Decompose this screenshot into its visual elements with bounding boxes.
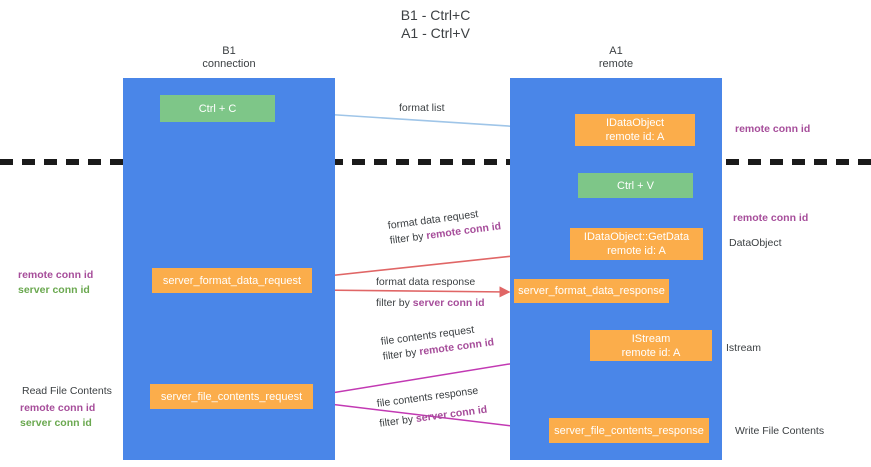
node-istream[interactable]: IStream remote id: A — [590, 330, 712, 361]
node-server-file-contents-response[interactable]: server_file_contents_response — [549, 418, 709, 443]
lane-header-b1: B1 connection — [123, 45, 335, 71]
side-label-left-server-conn-id-b: server conn id — [20, 417, 92, 429]
node-server-format-data-request[interactable]: server_format_data_request — [152, 268, 312, 293]
edge-label-format-data-response-line1: format data response — [376, 276, 476, 288]
node-idataobject-sub: remote id: A — [605, 131, 665, 143]
title-line-2: A1 - Ctrl+V — [401, 25, 470, 41]
lane-header-b1-sub: connection — [202, 58, 256, 70]
node-server-file-contents-request[interactable]: server_file_contents_request — [150, 384, 313, 409]
side-label-write-file-contents: Write File Contents — [735, 425, 825, 437]
filter-prefix-4: filter by — [378, 413, 417, 430]
lane-header-a1: A1 remote — [510, 45, 722, 71]
node-server-file-contents-request-label: server_file_contents_request — [160, 390, 303, 403]
title-line-1: B1 - Ctrl+C — [400, 7, 471, 23]
lane-header-a1-sub: remote — [598, 58, 634, 70]
node-server-format-data-response[interactable]: server_format_data_response — [514, 279, 669, 303]
node-ctrl-c-label: Ctrl + C — [198, 102, 237, 115]
node-ctrl-v-label: Ctrl + V — [617, 179, 654, 192]
arrow-file-contents-response — [312, 401, 547, 435]
lane-header-b1-name: B1 — [222, 45, 236, 57]
node-server-format-data-request-label: server_format_data_request — [162, 274, 302, 287]
filter-prefix-2: filter by — [376, 297, 413, 309]
node-getdata-sub: remote id: A — [607, 245, 666, 257]
side-label-dataobject: DataObject — [729, 237, 782, 249]
page-title: B1 - Ctrl+C A1 - Ctrl+V — [0, 6, 871, 42]
node-idataobject-getdata[interactable]: IDataObject::GetData remote id: A — [570, 228, 703, 260]
node-istream-sub: remote id: A — [621, 346, 681, 359]
side-label-left-remote-conn-id-b: remote conn id — [20, 402, 96, 414]
node-idataobject-label: IDataObject — [605, 117, 665, 129]
filter-prefix-3: filter by — [382, 346, 421, 363]
side-label-remote-conn-id-top: remote conn id — [735, 123, 811, 135]
node-idataobject[interactable]: IDataObject remote id: A — [575, 114, 695, 146]
filter-prefix-1: filter by — [389, 230, 428, 247]
node-ctrl-c[interactable]: Ctrl + C — [160, 95, 275, 122]
filter-key-server-conn-id-1: server conn id — [412, 297, 485, 309]
edge-label-format-list: format list — [399, 102, 445, 114]
side-label-remote-conn-id-mid: remote conn id — [733, 212, 809, 224]
node-ctrl-v[interactable]: Ctrl + V — [578, 173, 693, 198]
edge-label-format-data-response-line2: filter by server conn id — [376, 296, 485, 311]
side-label-left-conn-ids-bottom: remote conn id server conn id — [20, 401, 95, 431]
arrow-format-data-response — [312, 286, 511, 298]
lane-header-a1-name: A1 — [609, 45, 623, 57]
side-label-istream: Istream — [726, 342, 762, 354]
node-istream-label: IStream — [631, 332, 671, 345]
node-server-file-contents-response-label: server_file_contents_response — [554, 424, 704, 437]
edge-label-format-data-response: format data response filter by server co… — [376, 275, 485, 311]
side-label-read-file-contents: Read File Contents — [22, 385, 112, 397]
side-label-left-server-conn-id-a: server conn id — [18, 284, 90, 296]
node-getdata-label: IDataObject::GetData — [583, 231, 690, 243]
side-label-left-conn-ids-top: remote conn id server conn id — [18, 268, 93, 298]
node-server-format-data-response-label: server_format_data_response — [518, 285, 665, 297]
side-label-left-remote-conn-id-a: remote conn id — [18, 269, 94, 281]
